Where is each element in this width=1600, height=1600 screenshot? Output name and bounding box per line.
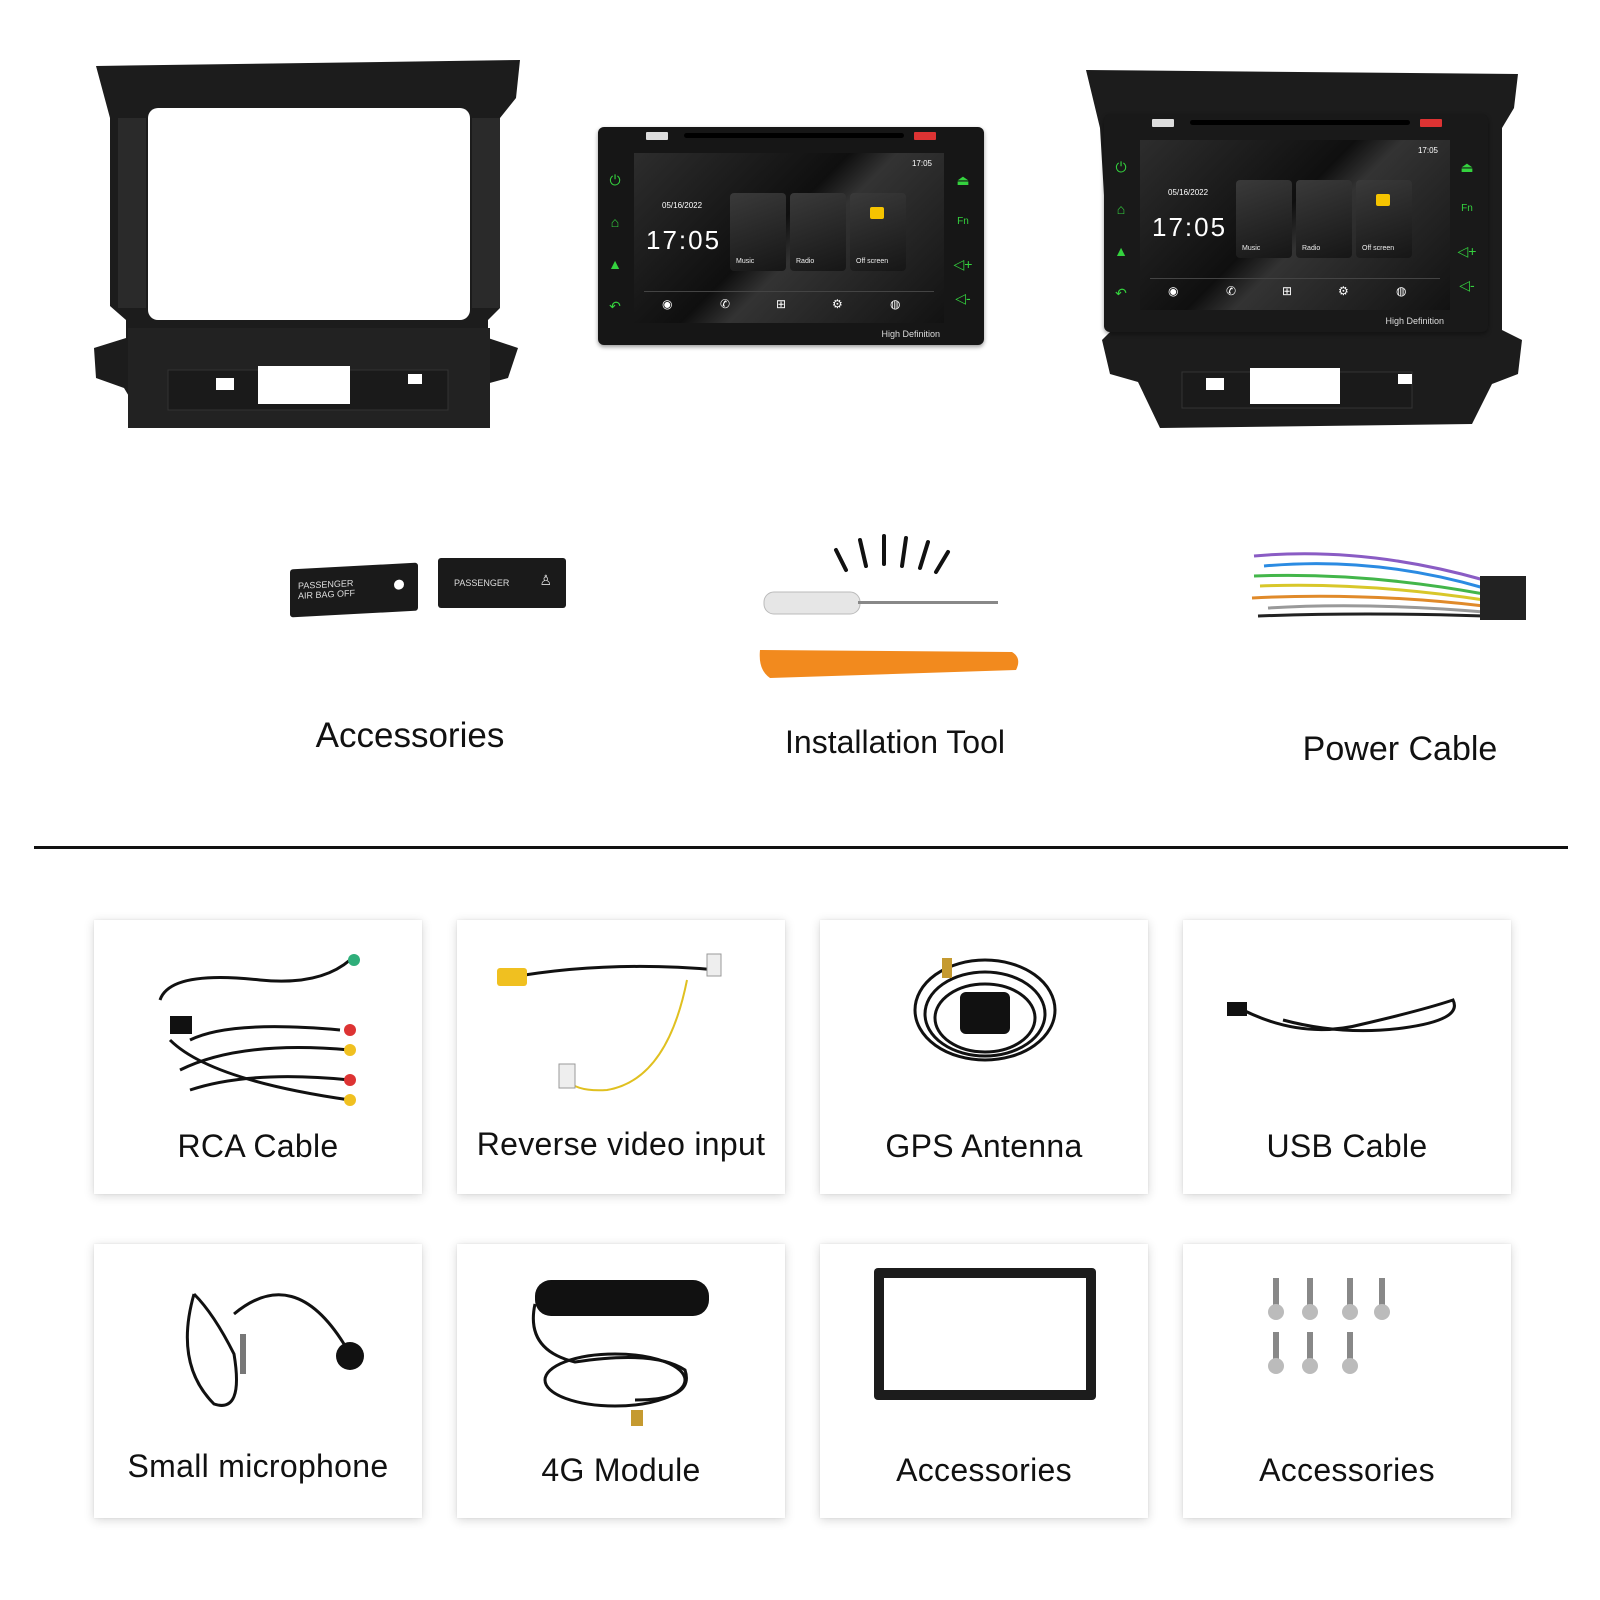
card-small-microphone: Small microphone — [94, 1244, 422, 1518]
card-reverse-video: Reverse video input — [457, 920, 785, 1194]
power-button[interactable]: ⏻ — [1115, 159, 1127, 175]
card-label: Accessories — [896, 1452, 1072, 1488]
card-4g-module: 4G Module — [457, 1244, 785, 1518]
navi-button[interactable]: ▲ — [608, 256, 622, 272]
dash-frame-panel — [94, 60, 520, 428]
screen: 17:05 05/16/2022 17:05 Music Radio Off s… — [634, 153, 944, 323]
airbag-off-sticker: PASSENGER AIR BAG OFF — [290, 562, 418, 618]
reverse-video-cable-icon — [497, 953, 722, 1092]
airbag-icon — [394, 579, 404, 590]
dock-theme-icon[interactable]: ◍ — [1396, 284, 1407, 298]
dock-settings-icon[interactable]: ⚙ — [1338, 284, 1349, 298]
passenger-sticker: PASSENGER ♙ — [438, 558, 566, 608]
hd-label: High Definition — [1385, 316, 1444, 326]
power-button[interactable]: ⏻ — [609, 172, 621, 188]
4g-module-icon — [531, 1280, 709, 1426]
app-off-screen[interactable]: Off screen — [1356, 180, 1412, 258]
volume-down-button[interactable]: ◁- — [955, 290, 971, 306]
card-accessories-screws: Accessories — [1183, 1244, 1511, 1518]
card-usb-cable: USB Cable — [1183, 920, 1511, 1194]
dock-bar — [1150, 278, 1440, 279]
dock-apps-icon[interactable]: ⊞ — [1282, 284, 1293, 298]
card-label: Accessories — [1259, 1452, 1435, 1488]
screen-date: 05/16/2022 — [1168, 188, 1209, 197]
usb-cable-icon — [1227, 998, 1456, 1033]
installation-tool-label: Installation Tool — [785, 724, 1005, 760]
card-label: GPS Antenna — [885, 1128, 1083, 1164]
eject-button[interactable]: ⏏ — [956, 172, 970, 188]
card-rca-cable: RCA Cable — [94, 920, 422, 1194]
dock-settings-icon[interactable]: ⚙ — [832, 297, 843, 311]
disc-slot — [684, 133, 904, 138]
card-label: RCA Cable — [177, 1128, 339, 1164]
volume-up-button[interactable]: ◁+ — [1457, 243, 1477, 259]
volume-down-button[interactable]: ◁- — [1459, 277, 1475, 293]
status-time: 17:05 — [1417, 146, 1438, 155]
rca-cable-icon — [158, 954, 360, 1106]
screws-icon — [834, 534, 950, 574]
section-divider — [34, 846, 1568, 849]
app-radio[interactable]: Radio — [790, 193, 846, 271]
power-cable-label: Power Cable — [1302, 730, 1498, 768]
card-label: USB Cable — [1266, 1128, 1428, 1164]
lock-icon — [1376, 194, 1390, 206]
dock-location-icon[interactable]: ◉ — [662, 297, 673, 311]
screen: 17:05 05/16/2022 17:05 Music Radio Off s… — [1140, 140, 1450, 310]
screws-set-icon — [1268, 1278, 1390, 1374]
card-accessories-frame: Accessories — [820, 1244, 1148, 1518]
card-label: Small microphone — [127, 1448, 389, 1484]
dock-apps-icon[interactable]: ⊞ — [776, 297, 787, 311]
screen-clock: 17:05 — [1152, 212, 1228, 242]
app-radio[interactable]: Radio — [1296, 180, 1352, 258]
screwdriver-icon — [763, 591, 998, 615]
dock-bar — [644, 291, 934, 292]
usb-port-icon — [646, 132, 668, 140]
power-cable-icon — [1251, 552, 1526, 620]
app-music[interactable]: Music — [1236, 180, 1292, 258]
card-label: Reverse video input — [476, 1126, 766, 1162]
card-label: 4G Module — [541, 1452, 701, 1488]
accessories-label: Accessories — [315, 716, 505, 755]
back-button[interactable]: ↶ — [1115, 285, 1127, 301]
disc-slot — [1190, 120, 1410, 125]
dock-location-icon[interactable]: ◉ — [1168, 284, 1179, 298]
usb-port-red-icon — [914, 132, 936, 140]
pry-tool-icon — [759, 650, 1019, 678]
mounting-frame-icon — [874, 1268, 1096, 1400]
usb-port-icon — [1152, 119, 1174, 127]
dock-phone-icon[interactable]: ✆ — [720, 297, 731, 311]
seat-icon: ♙ — [539, 572, 552, 588]
screen-date: 05/16/2022 — [662, 201, 703, 210]
screen-clock: 17:05 — [646, 225, 722, 255]
lock-icon — [870, 207, 884, 219]
home-button[interactable]: ⌂ — [610, 214, 620, 230]
usb-port-red-icon — [1420, 119, 1442, 127]
head-unit: ⏻ ⌂ ▲ ↶ ⏏ Fn ◁+ ◁- 17:05 05/16/2022 17:0… — [598, 127, 984, 345]
installed-head-unit: ⏻ ⌂ ▲ ↶ ⏏ Fn ◁+ ◁- 17:05 05/16/2022 17:0… — [1104, 114, 1488, 332]
fn-button[interactable]: Fn — [1461, 203, 1473, 214]
status-time: 17:05 — [911, 159, 932, 168]
hd-label: High Definition — [881, 329, 940, 339]
navi-button[interactable]: ▲ — [1114, 243, 1128, 259]
dock-theme-icon[interactable]: ◍ — [890, 297, 901, 311]
home-button[interactable]: ⌂ — [1116, 201, 1126, 217]
microphone-icon — [185, 1292, 364, 1407]
volume-up-button[interactable]: ◁+ — [953, 256, 973, 272]
card-gps-antenna: GPS Antenna — [820, 920, 1148, 1194]
back-button[interactable]: ↶ — [609, 298, 621, 314]
fn-button[interactable]: Fn — [957, 216, 969, 227]
dock-phone-icon[interactable]: ✆ — [1226, 284, 1237, 298]
gps-antenna-icon — [913, 958, 1057, 1062]
app-off-screen[interactable]: Off screen — [850, 193, 906, 271]
app-music[interactable]: Music — [730, 193, 786, 271]
eject-button[interactable]: ⏏ — [1460, 159, 1474, 175]
